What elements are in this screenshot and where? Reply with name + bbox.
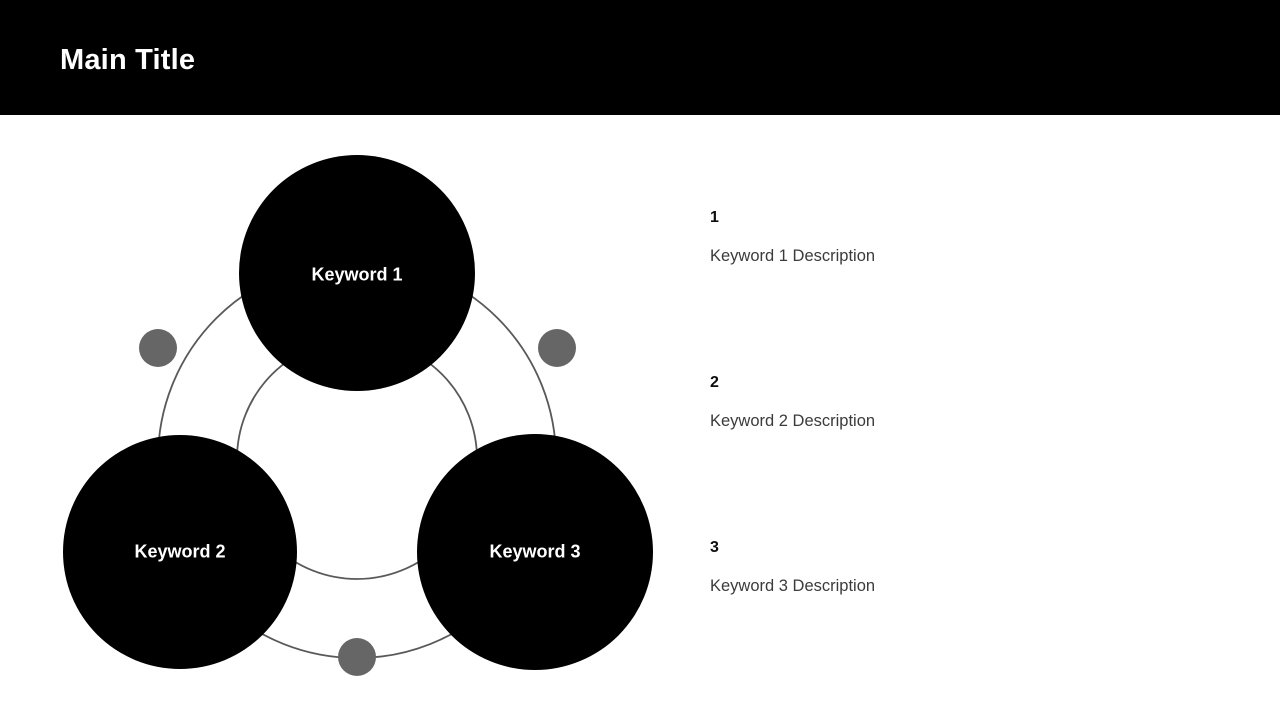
page-title: Main Title <box>60 44 196 76</box>
marker-right-icon <box>538 329 576 367</box>
node-circle-keyword-2[interactable] <box>63 435 297 669</box>
detail-description-3: Keyword 3 Description <box>710 577 876 595</box>
detail-list: 1 Keyword 1 Description 2 Keyword 2 Desc… <box>710 115 1250 720</box>
marker-left-icon <box>139 329 177 367</box>
detail-index-2: 2 <box>710 374 719 391</box>
node-circle-keyword-1[interactable] <box>239 155 475 391</box>
marker-bottom-icon <box>338 638 376 676</box>
detail-description-1: Keyword 1 Description <box>710 247 876 265</box>
detail-item-3: 3 Keyword 3 Description <box>710 537 1230 597</box>
detail-item-1: 1 Keyword 1 Description <box>710 207 1230 267</box>
cycle-diagram: Keyword 1 Keyword 2 Keyword 3 <box>0 115 700 720</box>
diagram-canvas <box>63 155 653 676</box>
detail-description-2: Keyword 2 Description <box>710 412 876 430</box>
detail-index-3: 3 <box>710 539 719 556</box>
slide-body: Keyword 1 Keyword 2 Keyword 3 1 Keyword … <box>0 115 1280 720</box>
detail-index-1: 1 <box>710 209 719 226</box>
header-bar: Main Title <box>0 0 1280 115</box>
node-circle-keyword-3[interactable] <box>417 434 653 670</box>
detail-item-2: 2 Keyword 2 Description <box>710 372 1230 432</box>
